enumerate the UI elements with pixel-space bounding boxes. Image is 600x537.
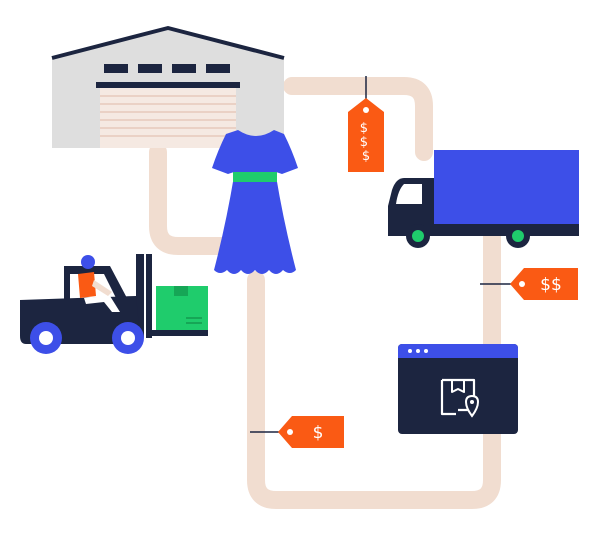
- supply-route-path: [149, 77, 501, 509]
- dress-icon: [212, 130, 298, 274]
- price-tag-customer: $: [250, 416, 344, 448]
- price-tag-truck: $ $ $: [348, 76, 384, 172]
- price-tag-storefront-label: $$: [540, 275, 562, 295]
- route-warehouse-to-truck: [283, 77, 433, 161]
- route-warehouse-to-dress: [149, 143, 241, 255]
- delivery-truck-icon: [388, 150, 579, 248]
- price-tag-storefront: $$: [480, 268, 578, 300]
- price-tag-truck-label: $ $ $: [360, 121, 372, 164]
- package-box-icon: [156, 286, 208, 330]
- route-dress-to-customer: [247, 227, 501, 509]
- location-pin-icon: [464, 394, 480, 418]
- price-tag-customer-label: $: [313, 423, 324, 443]
- forklift-icon: [20, 254, 208, 354]
- online-store-window-icon: [398, 344, 518, 434]
- warehouse-icon: [51, 26, 285, 148]
- worker-figure: [78, 255, 120, 312]
